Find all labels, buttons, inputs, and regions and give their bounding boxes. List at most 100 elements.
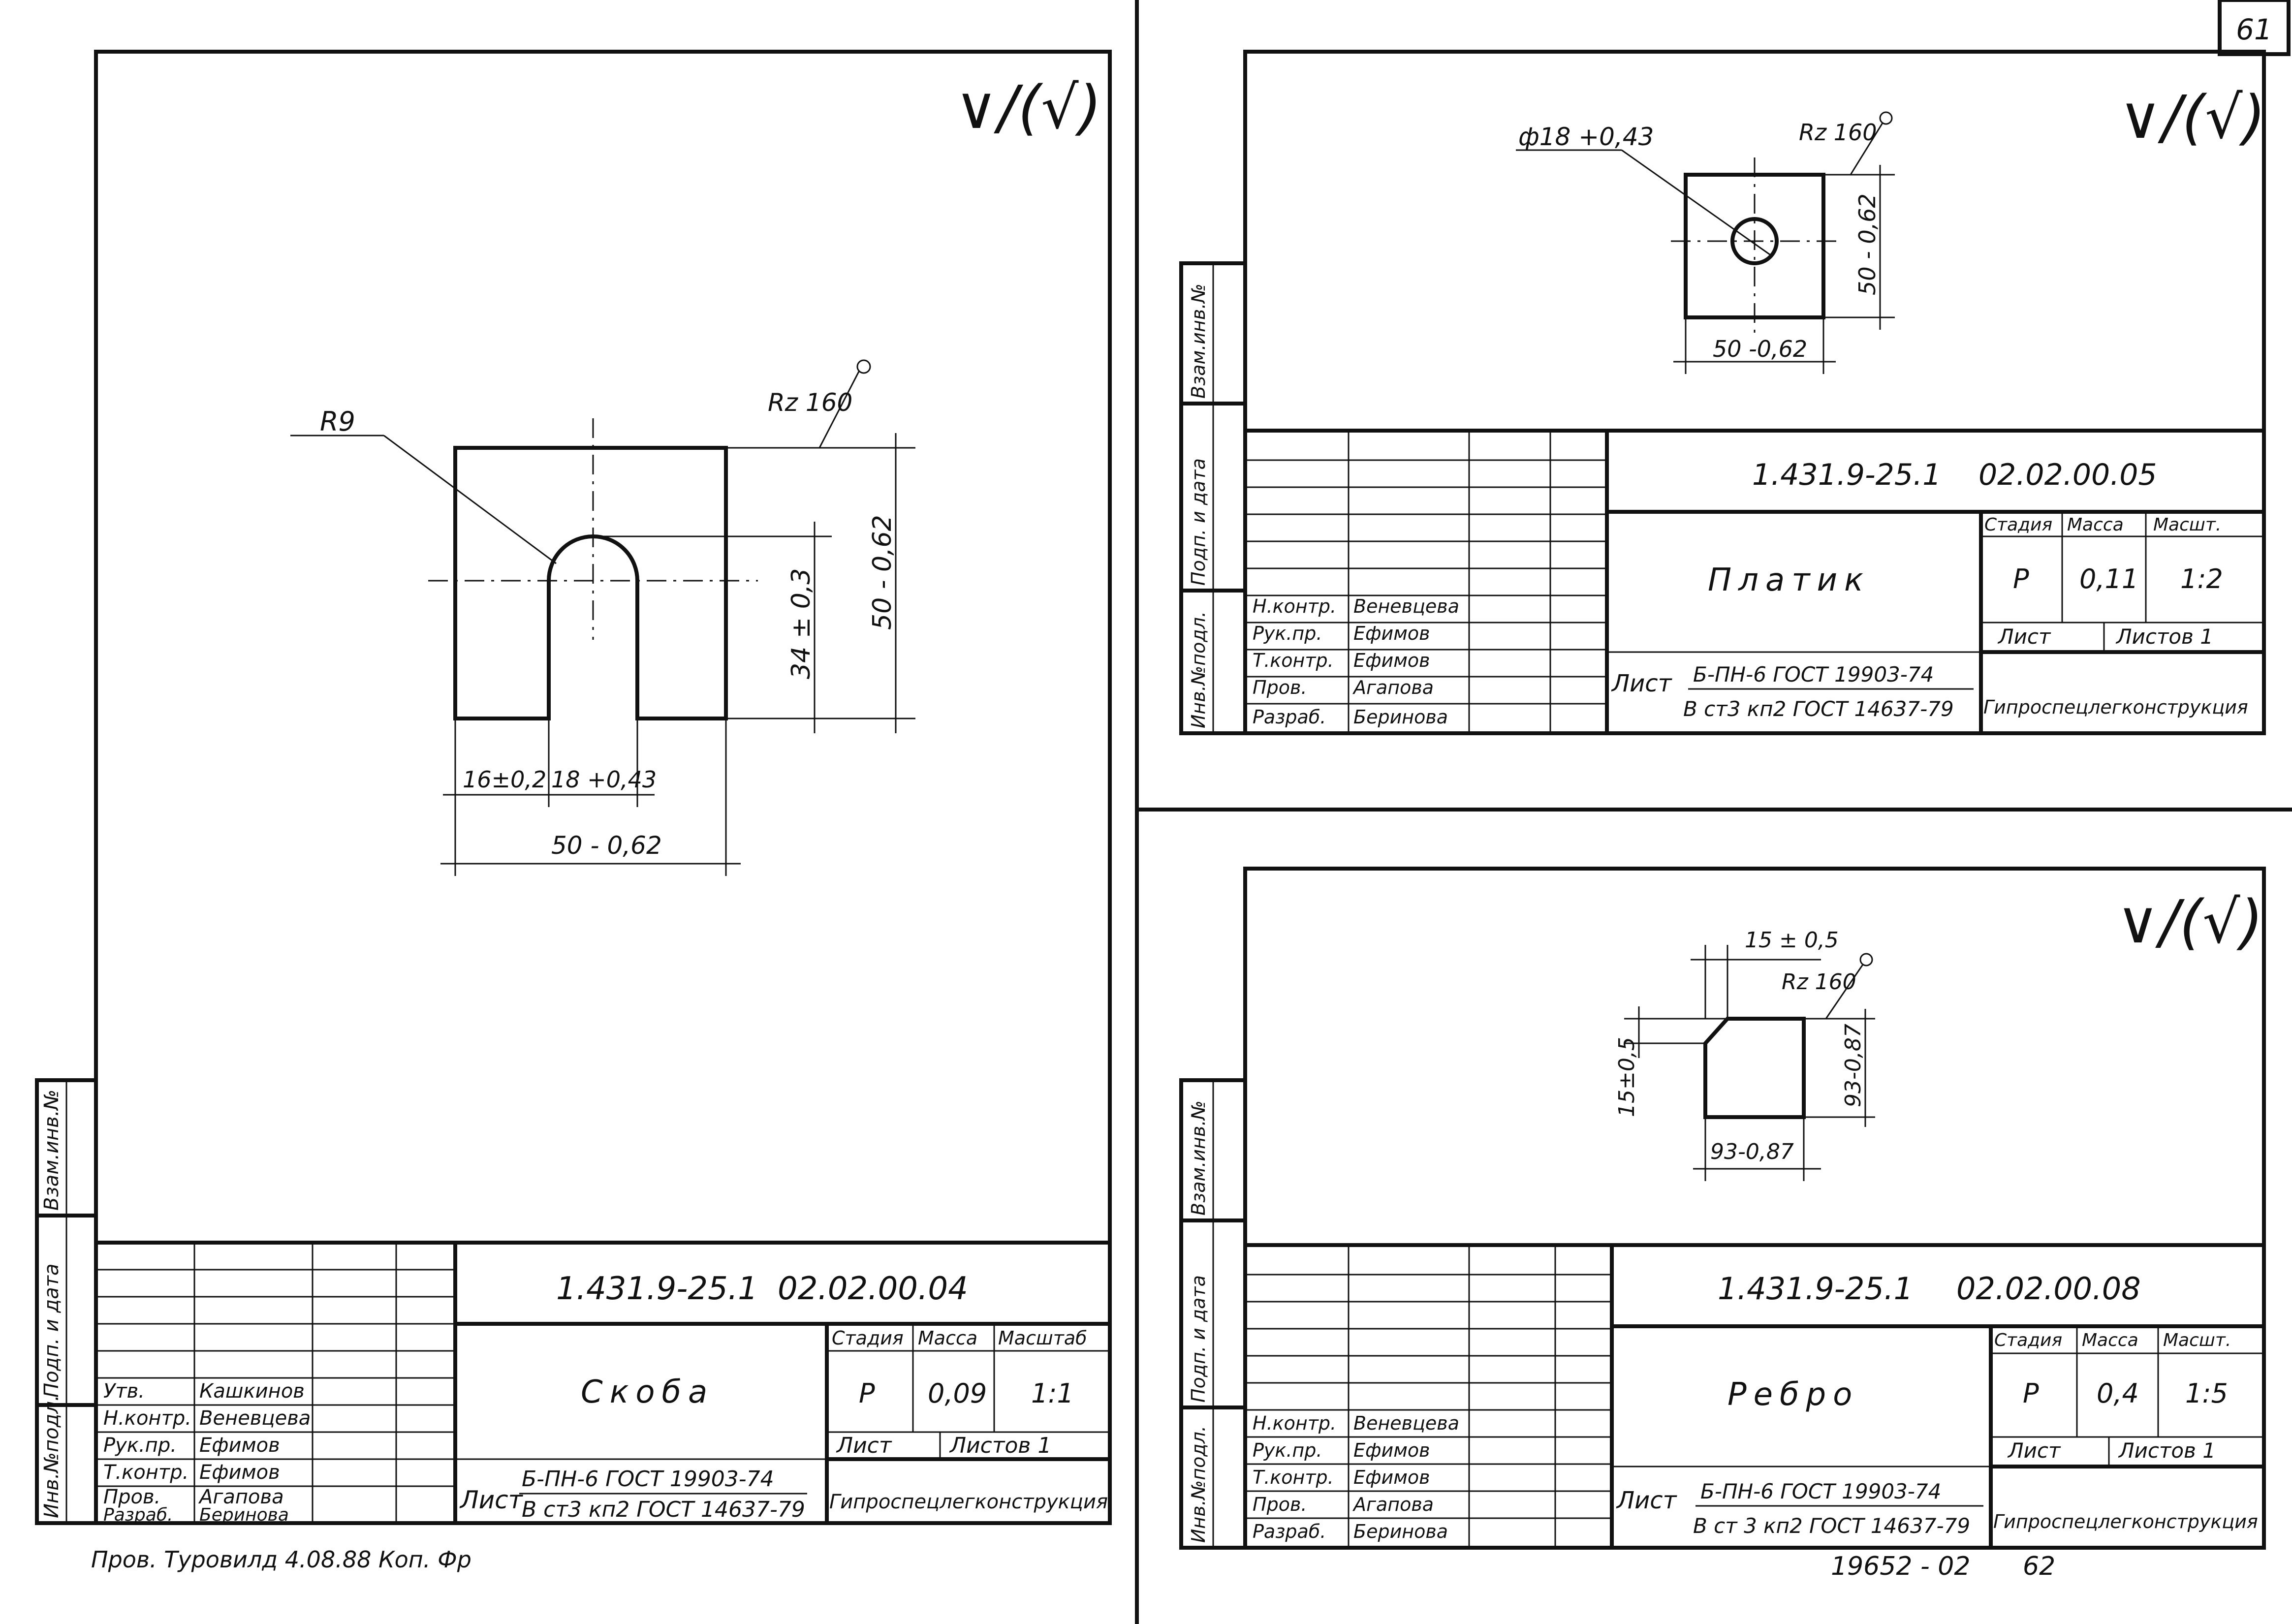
sig-role: Н.контр. bbox=[1253, 1412, 1336, 1434]
mass-value: 0,11 bbox=[2079, 563, 2138, 594]
scale-value: 1:2 bbox=[2180, 563, 2223, 594]
sig-name: Ефимов bbox=[1353, 1467, 1430, 1488]
organization: Гипроспецлегконструкция bbox=[829, 1491, 1108, 1513]
dim-height: 50 - 0,62 bbox=[1854, 193, 1881, 295]
dim-radius: R9 bbox=[320, 406, 355, 437]
material-prefix: Лист bbox=[459, 1486, 524, 1514]
sig-name: Беринова bbox=[199, 1505, 289, 1525]
dimensions-rebro: 15 ± 0,5 Rz 160 15±0,5 93-0,87 93-0,87 bbox=[1614, 928, 1875, 1181]
scale-header: Масштаб bbox=[998, 1327, 1087, 1349]
side-label-replace: Взам.инв.№ bbox=[40, 1090, 63, 1211]
doc-number: 02.02.00.08 bbox=[1956, 1271, 2141, 1307]
sig-name: Ефимов bbox=[1353, 650, 1430, 671]
side-label-replace: Взам.инв.№ bbox=[1188, 283, 1209, 399]
sheets-label: Листов 1 bbox=[2118, 1438, 2216, 1463]
sig-name: Ефимов bbox=[199, 1434, 280, 1457]
sig-role: Рук.пр. bbox=[103, 1434, 177, 1457]
sig-name: Агапова bbox=[1352, 1494, 1434, 1515]
sig-name: Кашкинов bbox=[199, 1380, 305, 1403]
sig-name: Ефимов bbox=[199, 1461, 280, 1484]
material-prefix: Лист bbox=[1616, 1487, 1678, 1514]
sig-name: Веневцева bbox=[1353, 1412, 1459, 1434]
title-block-rebro: 1.431.9-25.1 02.02.00.08 Ребро Стадия Ма… bbox=[1243, 1243, 2266, 1550]
stage-header: Стадия bbox=[1984, 515, 2052, 535]
part-rebro bbox=[1703, 1017, 1806, 1119]
mass-header: Масса bbox=[918, 1327, 977, 1349]
dim-chamfer-side: 15±0,5 bbox=[1614, 1037, 1639, 1117]
sig-role: Разраб. bbox=[103, 1505, 173, 1525]
signatures: Утв. Кашкинов Н.контр. Веневцева Рук.пр.… bbox=[103, 1380, 311, 1525]
drawing-platik: Инв.№подл. Подп. и дата Взам.инв.№ ∨/(√)… bbox=[1179, 50, 2266, 735]
side-label-sign-date: Подп. и дата bbox=[1188, 1275, 1209, 1403]
sheets-label: Листов 1 bbox=[949, 1433, 1051, 1458]
scale-header: Масшт. bbox=[2153, 515, 2221, 535]
stage-header: Стадия bbox=[1994, 1330, 2062, 1350]
sig-role: Разраб. bbox=[1253, 706, 1326, 728]
sig-role: Разраб. bbox=[1253, 1521, 1326, 1542]
doc-code: 1.431.9-25.1 bbox=[556, 1271, 758, 1307]
stage-value: Р bbox=[859, 1378, 875, 1409]
organization: Гипроспецлегконструкция bbox=[1983, 696, 2248, 718]
dim-hole: ф18 +0,43 bbox=[1518, 123, 1654, 151]
dim-width: 50 - 0,62 bbox=[551, 831, 662, 860]
sheet-label: Лист bbox=[2007, 1438, 2061, 1463]
doc-code: 1.431.9-25.1 bbox=[1752, 458, 1941, 492]
sig-name: Агапова bbox=[198, 1486, 284, 1508]
bottom-code: 19652 - 02 bbox=[1831, 1552, 1970, 1581]
dim-height: 93-0,87 bbox=[1841, 1024, 1866, 1107]
sig-name: Ефимов bbox=[1353, 623, 1430, 644]
side-label-sign-date: Подп. и дата bbox=[1188, 458, 1209, 586]
part-name: Платик bbox=[1708, 562, 1870, 598]
sig-role: Рук.пр. bbox=[1253, 1439, 1322, 1461]
doc-number: 02.02.00.04 bbox=[778, 1271, 968, 1307]
sig-role: Пров. bbox=[1253, 677, 1307, 698]
sheet-label: Лист bbox=[836, 1433, 892, 1458]
sig-role: Т.контр. bbox=[1253, 650, 1334, 671]
doc-code: 1.431.9-25.1 bbox=[1718, 1271, 1913, 1307]
title-block-platik: 1.431.9-25.1 02.02.00.05 Платик Стадия М… bbox=[1243, 429, 2266, 735]
sheets-label: Листов 1 bbox=[2115, 625, 2213, 649]
material-bottom: В ст3 кп2 ГОСТ 14637-79 bbox=[522, 1497, 805, 1522]
dim-side-width: 16±0,2 bbox=[463, 766, 546, 793]
dim-width: 50 -0,62 bbox=[1713, 336, 1807, 362]
dim-slot-depth: 34 ± 0,3 bbox=[786, 568, 816, 680]
dim-height: 50 - 0,62 bbox=[868, 515, 897, 630]
sig-role: Т.контр. bbox=[1253, 1467, 1334, 1488]
sig-role: Рук.пр. bbox=[1253, 623, 1322, 644]
roughness-symbol: ∨/(√) bbox=[2119, 84, 2265, 152]
part-name: Ребро bbox=[1727, 1376, 1859, 1413]
dim-width: 93-0,87 bbox=[1710, 1139, 1794, 1164]
sheet-number-box: 61 bbox=[2218, 0, 2291, 56]
side-label-inv: Инв.№подл. bbox=[40, 1395, 63, 1518]
material-prefix: Лист bbox=[1611, 670, 1673, 697]
material-bottom: В ст3 кп2 ГОСТ 14637-79 bbox=[1683, 697, 1954, 721]
signatures: Н.контр. Веневцева Рук.пр. Ефимов Т.конт… bbox=[1253, 1412, 1459, 1542]
organization: Гипроспецлегконструкция bbox=[1993, 1511, 2258, 1532]
sig-name: Беринова bbox=[1353, 706, 1448, 728]
signatures: Н.контр. Веневцева Рук.пр. Ефимов Т.конт… bbox=[1253, 595, 1459, 728]
sig-role: Утв. bbox=[103, 1380, 145, 1403]
side-label-replace: Взам.инв.№ bbox=[1188, 1100, 1209, 1216]
stage-header: Стадия bbox=[832, 1327, 904, 1349]
mass-value: 0,4 bbox=[2097, 1378, 2139, 1409]
part-name: Скоба bbox=[581, 1374, 714, 1410]
dimensions-platik: ф18 +0,43 Rz 160 50 - 0,62 50 -0,62 bbox=[1516, 111, 1895, 374]
material-top: Б-ПН-6 ГОСТ 19903-74 bbox=[1693, 662, 1934, 687]
material-top: Б-ПН-6 ГОСТ 19903-74 bbox=[522, 1467, 774, 1492]
dim-chamfer-top: 15 ± 0,5 bbox=[1745, 928, 1839, 953]
drawing-rebro: Инв.№подл. Подп. и дата Взам.инв.№ ∨/(√)… bbox=[1179, 867, 2266, 1581]
dim-slot-width: 18 +0,43 bbox=[551, 766, 657, 793]
sig-name: Ефимов bbox=[1353, 1439, 1430, 1461]
roughness-symbol: ∨/(√) bbox=[955, 74, 1101, 142]
mass-header: Масса bbox=[2082, 1330, 2138, 1350]
mass-header: Масса bbox=[2067, 515, 2124, 535]
side-stamp: Инв.№подл. Подп. и дата Взам.инв.№ bbox=[35, 1078, 98, 1525]
bottom-page: 62 bbox=[2023, 1552, 2055, 1581]
stage-value: Р bbox=[2013, 563, 2029, 594]
title-block-skoba: 1.431.9-25.1 02.02.00.04 Скоба Стадия Ма… bbox=[94, 1241, 1112, 1525]
sig-name: Беринова bbox=[1353, 1521, 1448, 1542]
roughness-rz: Rz 160 bbox=[1782, 969, 1856, 995]
side-stamp: Инв.№подл. Подп. и дата Взам.инв.№ bbox=[1179, 1078, 1247, 1550]
scale-value: 1:5 bbox=[2185, 1378, 2228, 1409]
